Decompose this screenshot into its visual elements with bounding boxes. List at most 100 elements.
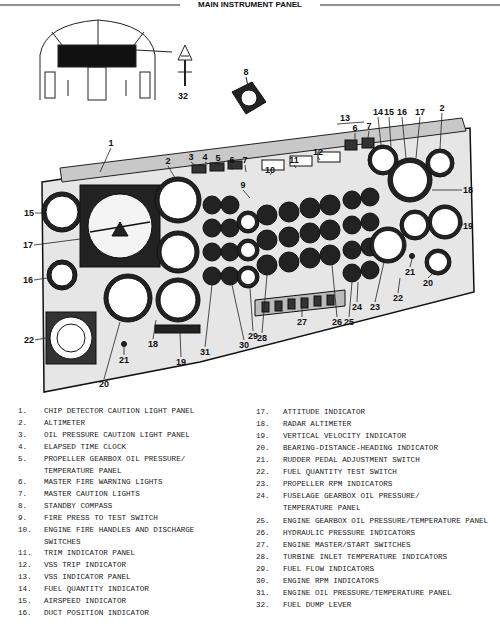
callout-number: 12: [313, 147, 323, 157]
callout-number: 9: [240, 180, 245, 190]
seat-outline: [140, 72, 150, 98]
control-stick: [68, 80, 69, 96]
callout-number: 11: [289, 155, 299, 165]
callout-number: 8: [243, 67, 248, 77]
callout-number: 19: [176, 357, 186, 367]
key-text: DUCT POSITION INDICATOR: [44, 608, 149, 620]
cockpit-inset: [40, 20, 172, 100]
callout-number: 16: [397, 107, 407, 117]
small-gauge: [203, 267, 221, 285]
key-number: 23.: [256, 478, 270, 490]
gauge-face: [160, 282, 196, 318]
key-number: 18.: [256, 418, 270, 430]
key-text: VERTICAL VELOCITY INDICATOR: [283, 430, 406, 442]
small-gauge: [221, 219, 239, 237]
callout-number: 4: [202, 152, 207, 162]
small-gauge: [237, 266, 259, 288]
callout-number: 21: [119, 355, 129, 365]
frame-post: [98, 20, 99, 45]
small-gauge: [203, 219, 221, 237]
toggle-switch: [327, 295, 334, 305]
callout-number: 16: [23, 275, 33, 285]
small-gauge: [237, 239, 259, 261]
key-number: 12.: [18, 560, 32, 572]
leader-lines: [34, 113, 462, 379]
standby-compass: [232, 77, 266, 114]
key-text: VSS INDICATOR PANEL: [44, 572, 131, 584]
callout-number: 2: [439, 103, 444, 113]
lever-bar: [178, 72, 192, 73]
key-text: RADAR ALTIMETER: [283, 418, 351, 430]
callout-number: 17: [415, 107, 425, 117]
key-text: FIRE PRESS TO TEST SWITCH: [44, 513, 158, 525]
small-gauge: [300, 223, 320, 243]
callout-number: 15: [24, 208, 34, 218]
key-number: 19.: [256, 430, 270, 442]
callout-number: 30: [239, 340, 249, 350]
key-number: 32.: [256, 599, 270, 611]
switch-plate: [255, 290, 345, 316]
key-text: PROPELLER GEARBOX OIL PRESSURE/ TEMPERAT…: [44, 454, 204, 477]
small-gauge: [203, 243, 221, 261]
callout-number: 22: [393, 293, 403, 303]
aircraft-symbol: [112, 222, 128, 236]
key-number: 2.: [18, 418, 27, 430]
callout-number: 24: [352, 302, 362, 312]
small-gauge: [361, 261, 379, 279]
gauge-face: [372, 149, 394, 171]
callout-number: 15: [384, 107, 394, 117]
compass-body: [232, 82, 266, 114]
callout-number: 18: [463, 185, 473, 195]
key-text: RUDDER PEDAL ADJUSTMENT SWITCH: [283, 454, 420, 466]
callout-number: 31: [200, 347, 210, 357]
key-text: FUEL QUANTITY TEST SWITCH: [283, 466, 397, 478]
key-text: ATTITUDE INDICATOR: [283, 406, 365, 418]
key-number: 10.: [18, 525, 32, 537]
key-text: ENGINE GEARBOX OIL PRESSURE/TEMPERATURE …: [283, 515, 488, 527]
callout-number: 6: [352, 123, 357, 133]
key-text: HYDRAULIC PRESSURE INDICATORS: [283, 527, 415, 539]
gauge-bezel: [400, 210, 430, 240]
callout-number: 26: [332, 317, 342, 327]
rule-line: [0, 5, 180, 6]
key-text: TRIM INDICATOR PANEL: [44, 548, 135, 560]
callout-number: 28: [257, 333, 267, 343]
fire-handle: [290, 156, 312, 166]
gauge-face: [429, 253, 447, 271]
control-stick: [126, 80, 127, 96]
frame-post: [52, 32, 62, 45]
key-text: AIRSPEED INDICATOR: [44, 596, 126, 608]
callout-number: 7: [242, 155, 247, 165]
light-panel: [362, 138, 374, 148]
gauge-face: [161, 235, 195, 269]
key-number: 6.: [18, 477, 27, 489]
light-panel: [192, 165, 206, 173]
lever-stripe: [181, 56, 189, 57]
callout-number: 23: [370, 302, 380, 312]
rudder-switch: [122, 342, 127, 347]
callout-number: 10: [265, 165, 275, 175]
toggle-switch: [314, 296, 321, 306]
frame-post: [134, 32, 144, 45]
callout-number: 22: [24, 335, 34, 345]
key-number: 14.: [18, 584, 32, 596]
gauge-face: [50, 317, 92, 359]
toggle-switch: [288, 299, 295, 309]
key-number: 5.: [18, 454, 27, 466]
key-number: 17.: [256, 406, 270, 418]
callout-number: 5: [215, 153, 220, 163]
attitude-sphere: [88, 194, 152, 258]
gauge-face: [432, 209, 458, 235]
seat-outline: [45, 72, 55, 98]
gauge-face: [241, 270, 255, 284]
small-gauge: [361, 213, 379, 231]
key-number: 4.: [18, 442, 27, 454]
lever-head: [178, 45, 192, 60]
key-text: MASTER CAUTION LIGHTS: [44, 489, 140, 501]
gauge-bezel: [388, 158, 432, 202]
data-plate: [155, 325, 200, 333]
key-number: 11.: [18, 548, 32, 560]
panel-title: MAIN INSTRUMENT PANEL: [198, 0, 302, 10]
key-text: FUEL DUMP LEVER: [283, 599, 351, 611]
